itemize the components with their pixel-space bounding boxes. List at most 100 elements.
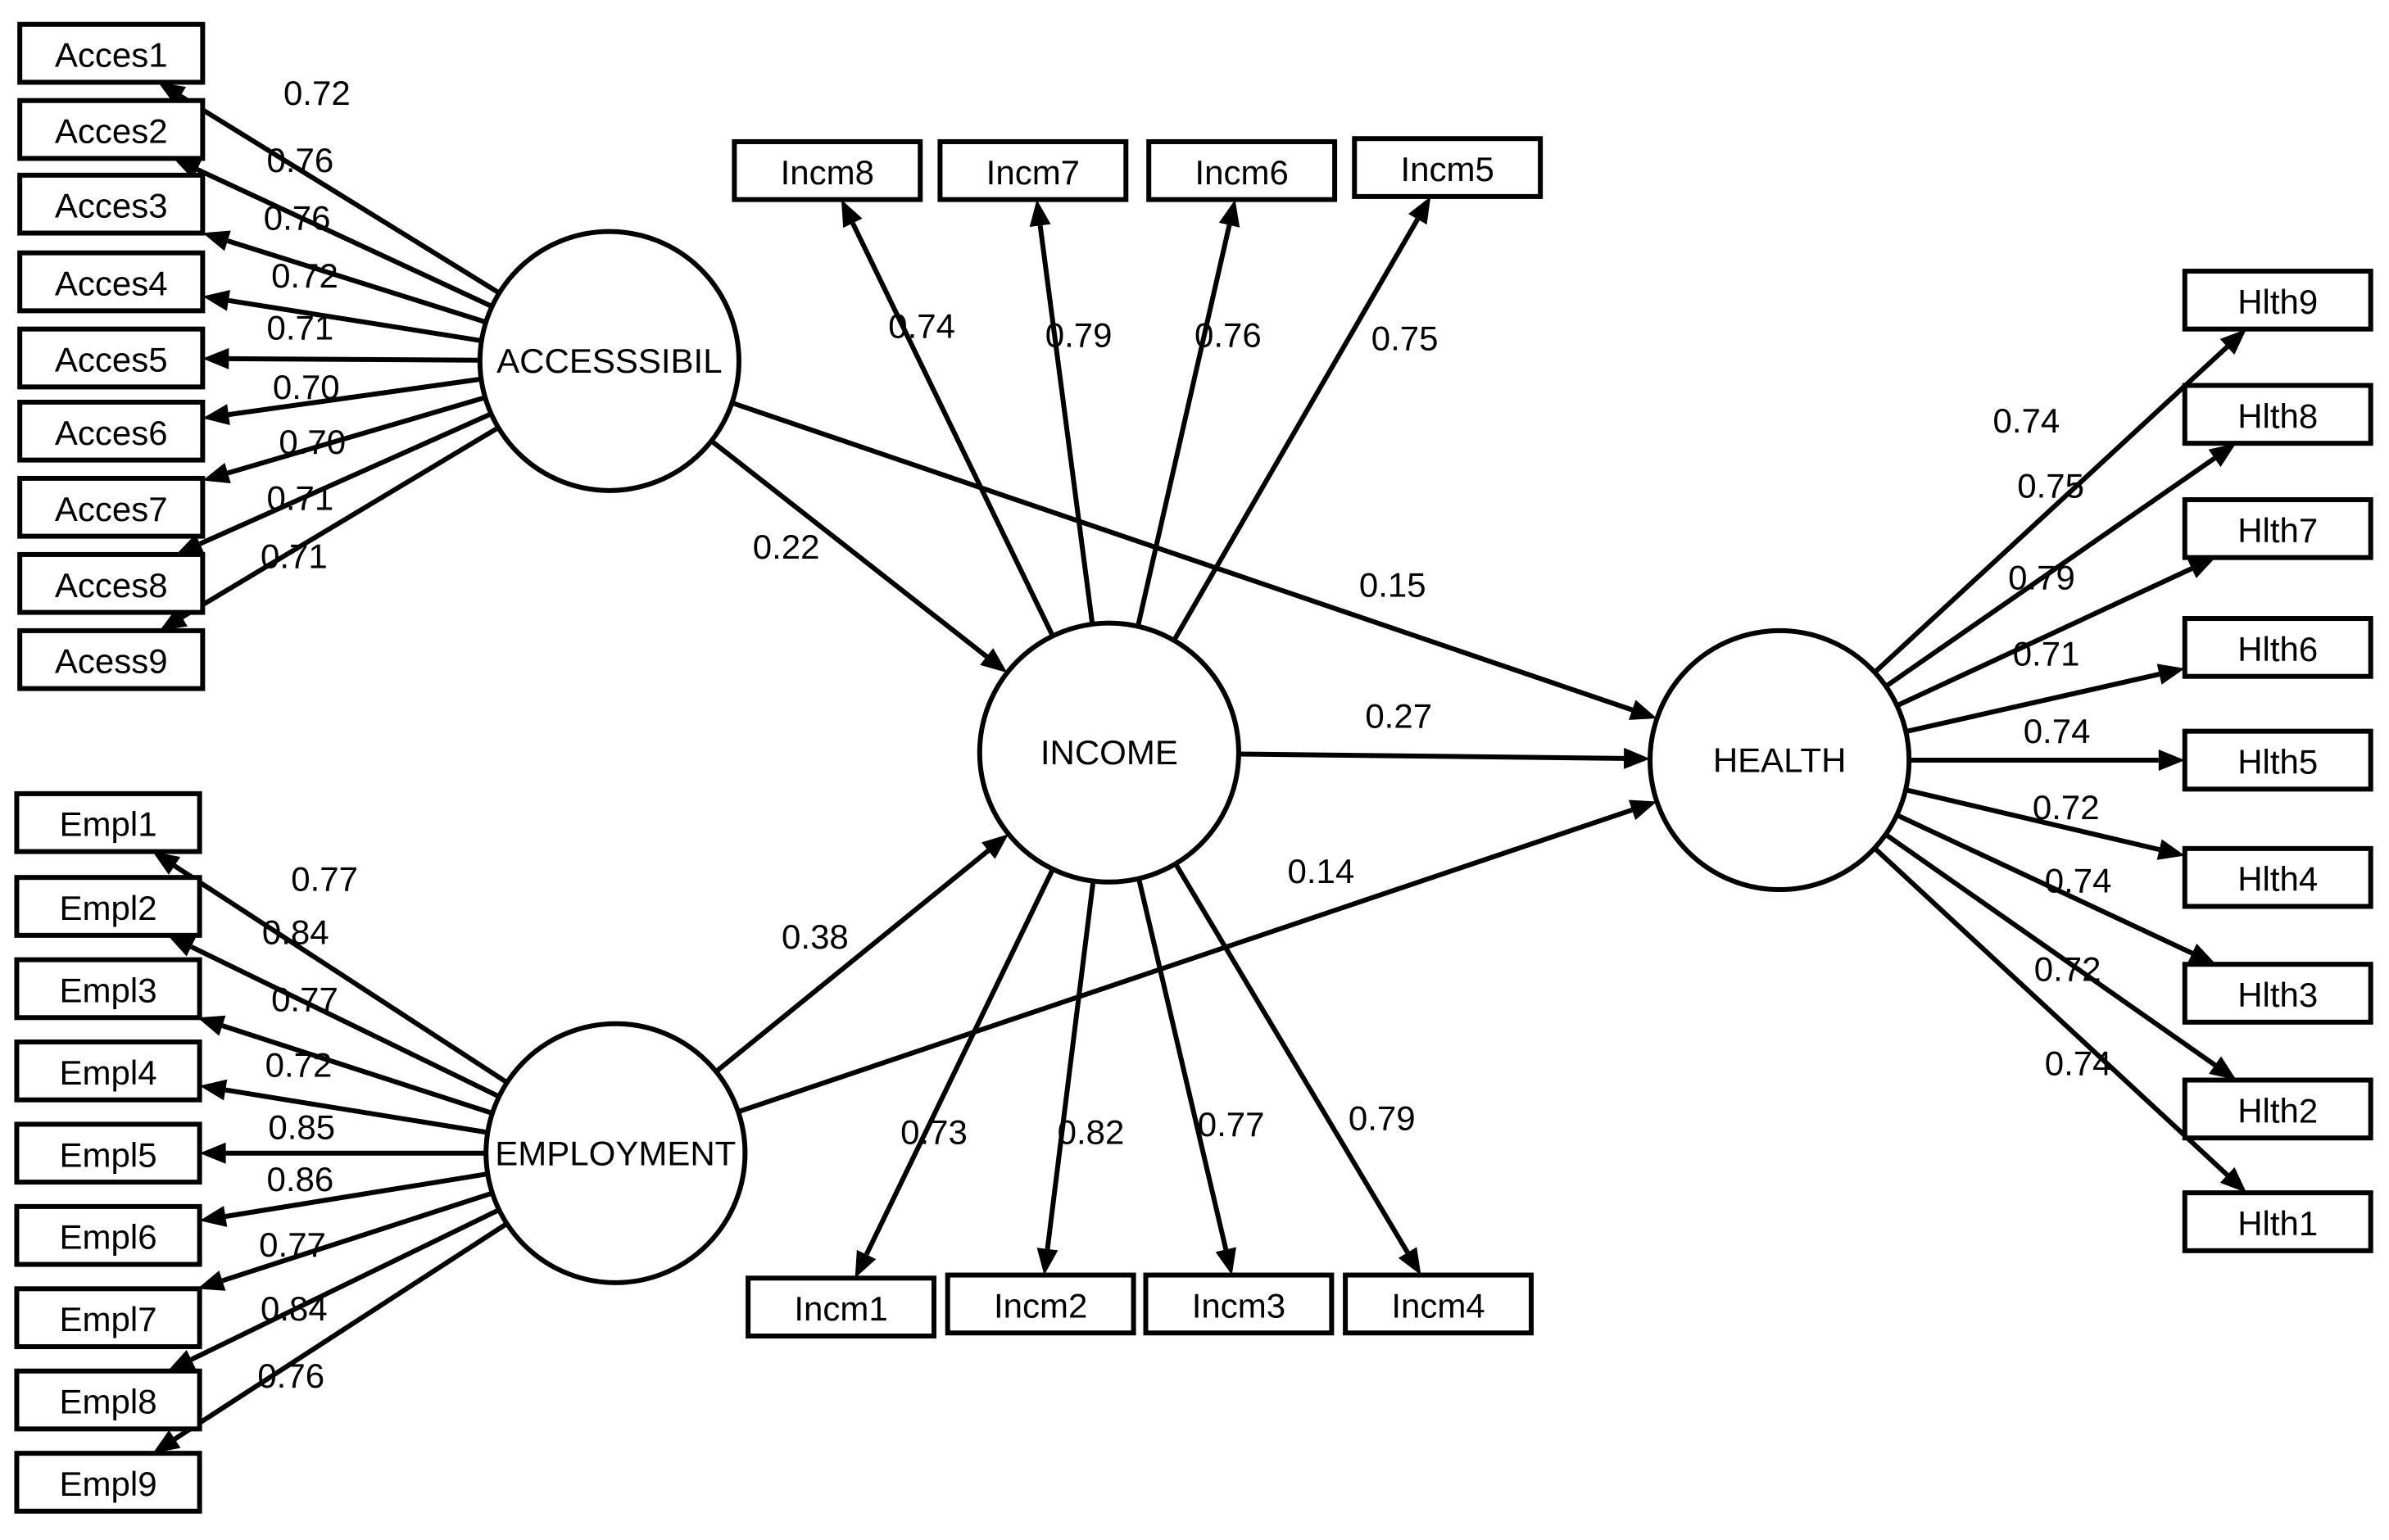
indicator-box (2182, 728, 2373, 792)
indicator-acces7: Acces7 (17, 475, 206, 539)
indicator-box (2182, 269, 2373, 332)
latent-inc: INCOME (977, 620, 1241, 885)
loading-acess9-line (180, 425, 500, 620)
loading-acces3-arrowhead (202, 230, 231, 251)
loading-value-acces3: 0.76 (264, 198, 331, 237)
loading-empl7-line (221, 1190, 493, 1284)
loading-empl5-arrowhead (199, 1142, 226, 1164)
loading-acces5-arrowhead (202, 347, 229, 369)
indicator-box (14, 1121, 202, 1185)
loading-incm5-arrowhead (1408, 196, 1431, 225)
loading-empl4-line (224, 1087, 488, 1135)
loading-hlth6-line (1905, 672, 2160, 735)
loading-incm7-arrowhead (1029, 199, 1051, 228)
path-emp-hlt-line (737, 807, 1633, 1115)
loading-incm8-arrowhead (841, 199, 863, 229)
latent-label: EMPLOYMENT (495, 1134, 736, 1172)
loading-value-empl4: 0.72 (265, 1045, 333, 1084)
indicator-label: Acces4 (55, 265, 168, 303)
loading-hlth3-line (1896, 813, 2194, 956)
indicator-label: Acces1 (55, 36, 168, 75)
indicator-label: Empl7 (60, 1300, 157, 1338)
indicator-label: Empl5 (60, 1135, 157, 1174)
indicator-label: Acces6 (55, 414, 168, 452)
indicator-acces1: Acces1 (17, 21, 206, 85)
loading-acces2-line (196, 167, 493, 309)
indicator-label: Hlth9 (2237, 283, 2318, 321)
indicator-box (14, 790, 202, 854)
loading-value-acces7: 0.70 (279, 423, 346, 461)
loading-acces7-arrowhead (202, 463, 231, 483)
loading-value-acces1: 0.72 (283, 74, 351, 112)
loading-value-hlth8: 0.75 (2017, 467, 2084, 505)
indicator-incm6: Incm6 (1146, 138, 1338, 202)
loading-value-incm3: 0.77 (1198, 1105, 1265, 1144)
loading-hlth2-line (1884, 832, 2217, 1067)
loading-value-acces8: 0.71 (266, 479, 333, 518)
latent-label: HEALTH (1713, 741, 1847, 779)
path-lines (152, 82, 2247, 1454)
indicator-box (732, 138, 923, 202)
loading-empl3-arrowhead (197, 1015, 226, 1036)
loading-value-empl1: 0.77 (291, 860, 358, 899)
indicator-box (14, 1203, 202, 1267)
loading-incm4-arrowhead (1398, 1247, 1421, 1275)
loading-acces6-arrowhead (202, 404, 230, 426)
indicator-hlth1: Hlth1 (2182, 1190, 2373, 1253)
indicator-label: Empl9 (60, 1465, 157, 1503)
loading-hlth4-arrowhead (2156, 839, 2185, 860)
path-coef-acc-inc: 0.22 (753, 528, 820, 566)
path-acc-inc-line (709, 438, 989, 659)
loading-value-empl6: 0.86 (266, 1160, 333, 1198)
indicator-label: Acces7 (55, 490, 168, 528)
indicator-label: Incm8 (781, 153, 874, 192)
indicator-box (17, 97, 206, 161)
loading-value-hlth9: 0.74 (1993, 401, 2060, 440)
latent-circle (1648, 627, 1912, 893)
indicator-hlth5: Hlth5 (2182, 728, 2373, 792)
path-acc-hlt-arrowhead (1629, 700, 1657, 720)
indicator-box (1143, 1272, 1335, 1336)
indicator-label: Incm3 (1192, 1286, 1285, 1325)
indicator-acess9: Acess9 (17, 627, 206, 691)
loading-value-incm5: 0.75 (1371, 319, 1439, 357)
indicator-box (1352, 136, 1544, 199)
loading-incm1-line (864, 867, 1055, 1256)
indicator-empl4: Empl4 (14, 1040, 202, 1103)
loading-value-acces5: 0.71 (266, 308, 333, 346)
indicator-box (17, 475, 206, 539)
loading-acces4-line (228, 297, 483, 343)
loading-hlth4-line (1905, 787, 2160, 853)
indicator-box (2182, 962, 2373, 1025)
indicator-hlth3: Hlth3 (2182, 962, 2373, 1025)
loading-value-empl2: 0.84 (262, 913, 329, 952)
loading-value-hlth7: 0.79 (2008, 558, 2075, 596)
indicator-label: Acces2 (55, 112, 168, 151)
loading-hlth6-arrowhead (2156, 664, 2185, 685)
latent-label: INCOME (1040, 733, 1178, 772)
indicator-hlth6: Hlth6 (2182, 616, 2373, 679)
coefficient-labels: 0.720.760.760.720.710.700.700.710.710.77… (257, 74, 2111, 1395)
path-coef-emp-inc: 0.38 (782, 917, 849, 956)
loading-value-empl9: 0.76 (257, 1357, 324, 1395)
indicator-empl1: Empl1 (14, 790, 202, 854)
loading-hlth2-arrowhead (2209, 1056, 2237, 1080)
indicator-label: Empl2 (60, 889, 157, 927)
path-coef-emp-hlt: 0.14 (1287, 852, 1354, 890)
loading-value-empl5: 0.85 (268, 1108, 335, 1147)
indicator-box (14, 875, 202, 938)
loading-incm4-line (1173, 862, 1410, 1254)
latent-circle (477, 229, 741, 493)
indicator-box (2182, 1077, 2373, 1141)
indicator-label: Empl6 (60, 1218, 157, 1257)
loading-acces8-line (198, 411, 492, 546)
loading-empl6-arrowhead (199, 1206, 228, 1227)
indicator-label: Acces5 (55, 341, 168, 379)
latent-emp: EMPLOYMENT (483, 1021, 748, 1285)
loading-hlth1-line (1873, 846, 2229, 1177)
indicator-empl8: Empl8 (14, 1368, 202, 1432)
loading-value-acces2: 0.76 (266, 141, 333, 179)
indicator-hlth8: Hlth8 (2182, 383, 2373, 446)
indicator-hlth2: Hlth2 (2182, 1077, 2373, 1141)
loading-acces6-line (228, 376, 482, 418)
